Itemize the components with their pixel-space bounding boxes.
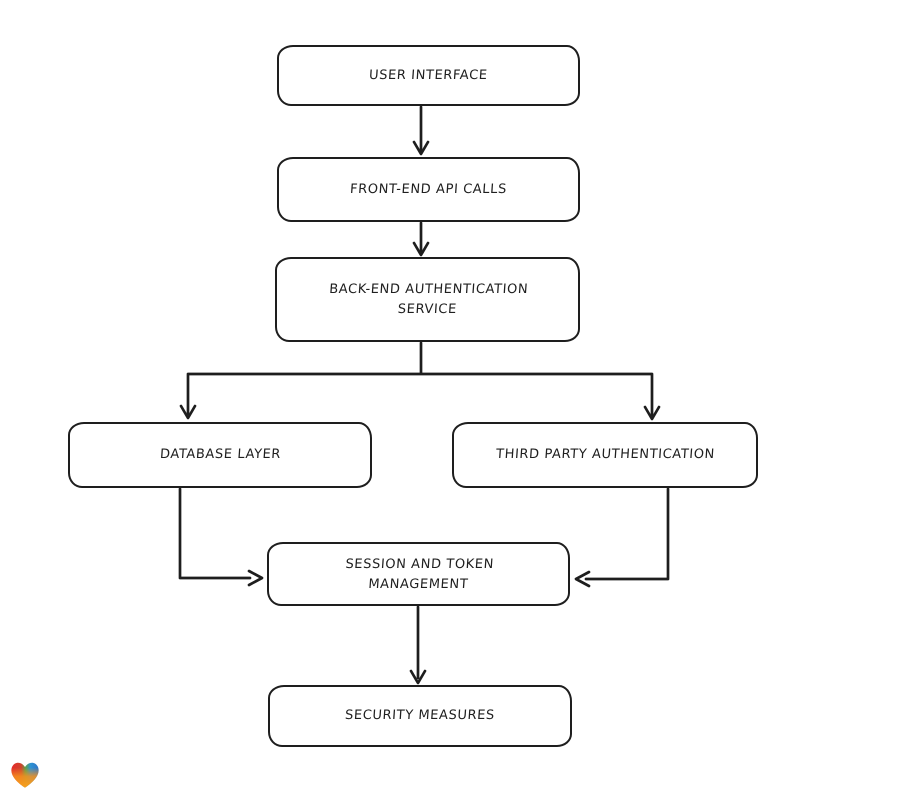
node-back-end-authentication-service-label: BACK-END AUTHENTICATION SERVICE (328, 282, 529, 317)
node-front-end-api-calls[interactable]: FRONT-END API CALLS (277, 157, 580, 222)
arrowhead-down-icon (643, 405, 661, 421)
node-database-layer[interactable]: DATABASE LAYER (68, 422, 372, 488)
node-session-and-token-management[interactable]: SESSION AND TOKEN MANAGEMENT (267, 542, 570, 606)
arrowhead-down-icon (412, 140, 430, 156)
node-third-party-authentication[interactable]: THIRD PARTY AUTHENTICATION (452, 422, 758, 488)
node-user-interface-label: USER INTERFACE (368, 67, 489, 83)
edge-database-to-session (178, 487, 252, 580)
node-user-interface[interactable]: USER INTERFACE (277, 45, 580, 106)
node-session-and-token-management-label: SESSION AND TOKEN MANAGEMENT (344, 556, 494, 592)
arrowhead-down-icon (179, 404, 197, 420)
arrowhead-right-icon (247, 569, 264, 587)
node-security-measures[interactable]: SECURITY MEASURES (268, 685, 572, 747)
node-security-measures-label: SECURITY MEASURES (344, 708, 496, 724)
node-third-party-authentication-label: THIRD PARTY AUTHENTICATION (495, 447, 715, 463)
node-front-end-api-calls-label: FRONT-END API CALLS (349, 181, 508, 197)
arrowhead-left-icon (574, 570, 591, 588)
node-database-layer-label: DATABASE LAYER (159, 447, 281, 463)
edge-thirdparty-to-session (584, 487, 670, 581)
gradient-heart-logo-icon (9, 759, 41, 789)
node-back-end-authentication-service[interactable]: BACK-END AUTHENTICATION SERVICE (275, 257, 580, 342)
arrowhead-down-icon (409, 669, 427, 685)
edge-backend-branch (186, 341, 654, 417)
arrowhead-down-icon (412, 241, 430, 257)
